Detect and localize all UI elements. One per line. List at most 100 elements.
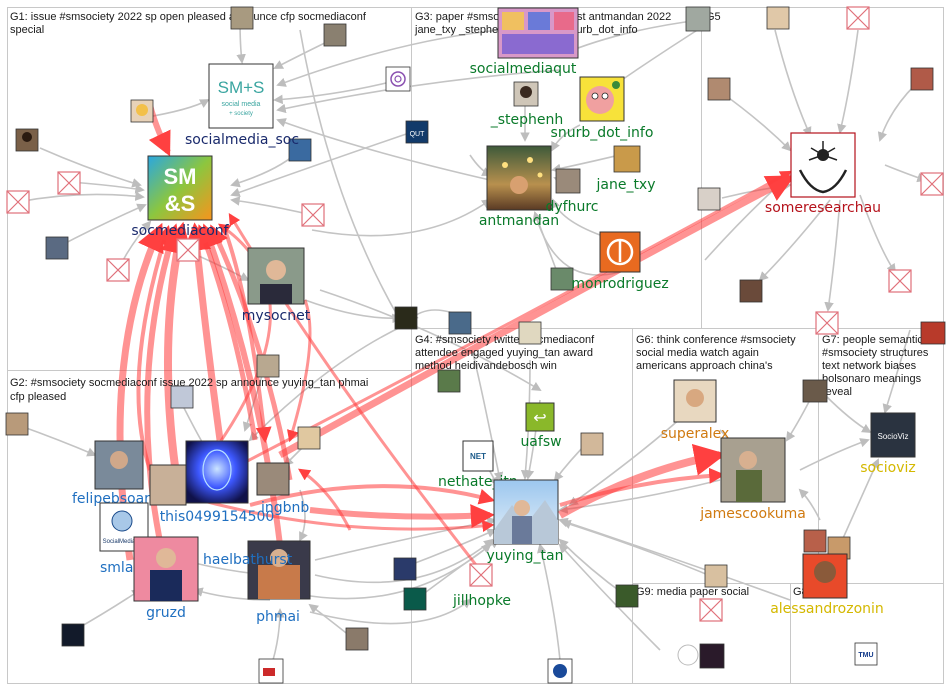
node-thumbnail[interactable] (677, 644, 699, 666)
node-thumbnail[interactable] (393, 557, 417, 581)
node-thumbnail[interactable] (230, 6, 254, 30)
node-thumbnail[interactable] (45, 236, 69, 260)
spiral-icon (390, 71, 406, 87)
node-thumbnail[interactable] (437, 369, 461, 393)
missing-image-icon[interactable] (815, 311, 839, 335)
node-thumbnail[interactable] (256, 354, 280, 378)
node-gruzd[interactable]: gruzd (133, 536, 199, 621)
qut-logo-text: QUT (410, 131, 426, 138)
node-antmandan[interactable]: antmandan (479, 145, 559, 229)
qut-logo[interactable] (405, 120, 429, 144)
node-michaelbathurst[interactable]: haelbathurst (203, 540, 311, 600)
missing-image-icon[interactable] (301, 203, 325, 227)
edge (39, 147, 142, 188)
missing-image-icon[interactable] (176, 238, 200, 262)
node-thumbnail[interactable] (580, 432, 604, 456)
node-label: ingbnb (261, 500, 309, 516)
node-label: this0499154500 (160, 509, 275, 525)
node-socmediaconf[interactable]: SM &S socmediaconf (131, 155, 230, 239)
node-thumbnail[interactable] (297, 426, 321, 450)
node-felipebsoares[interactable]: felipebsoar (72, 440, 150, 507)
node-jamescookuma[interactable]: jamescookuma (699, 437, 806, 522)
edge (824, 199, 841, 312)
node-monrodriguez[interactable]: monrodriguez (571, 231, 669, 292)
node-thumbnail[interactable] (518, 321, 542, 345)
node-thumbnail[interactable] (288, 138, 312, 162)
g4-label-line2: attendee engaged yuying_tan award (415, 347, 593, 359)
missing-image-icon[interactable] (57, 171, 81, 195)
node-eddyfhurc[interactable]: dyfhurc (546, 199, 599, 215)
edge (198, 223, 272, 471)
node-phmai[interactable]: phmai (256, 609, 300, 625)
missing-image-icon[interactable] (469, 563, 493, 587)
node-thumbnail[interactable] (685, 6, 711, 32)
missing-image-icon[interactable] (846, 6, 870, 30)
node-socialmedia_soc[interactable]: SM+S social media + society socialmedia_… (185, 63, 299, 148)
node-thumbnail[interactable] (920, 321, 946, 345)
node-thumbnail[interactable] (394, 306, 418, 330)
tmu-logo[interactable] (854, 642, 878, 666)
g1-label-line1: G1: issue #smsociety 2022 sp open please… (10, 11, 367, 23)
node-thumbnail[interactable] (910, 67, 934, 91)
node-thumbnail[interactable] (403, 587, 427, 611)
edge (287, 299, 312, 443)
node-label: smla (100, 560, 133, 576)
edge (249, 484, 496, 507)
node-thumbnail[interactable] (704, 564, 728, 588)
node-thumbnail[interactable] (615, 584, 639, 608)
missing-image-icon[interactable] (699, 598, 723, 622)
node-superalex[interactable]: superalex (661, 379, 730, 442)
node-label: socialmediaqut (470, 61, 577, 77)
node-uafsw[interactable]: ↩ uafsw (520, 402, 562, 450)
g7-label: G7: people semantic #smsociety structure… (822, 334, 929, 398)
node-thumbnail[interactable] (385, 66, 411, 92)
node-thumbnail-detail (520, 86, 532, 98)
edge (558, 543, 661, 651)
missing-image-icon[interactable] (106, 258, 130, 282)
node-this0499154500[interactable]: this0499154500 (160, 440, 275, 525)
socialmedialab-text: SocialMediaLab (103, 539, 146, 545)
node-thumbnail[interactable] (739, 279, 763, 303)
node-thumbnail[interactable] (803, 529, 827, 553)
node-kingbnb[interactable]: ingbnb (256, 462, 309, 516)
node-thumbnail[interactable] (550, 267, 574, 291)
edge (273, 79, 399, 105)
edge (551, 198, 601, 236)
missing-image-icon[interactable] (888, 269, 912, 293)
node-label: someresearchau (765, 200, 881, 216)
node-someresearchau[interactable]: someresearchau (765, 132, 881, 216)
node-snurb_dot_info[interactable]: snurb_dot_info (551, 76, 654, 141)
node-jillhopke[interactable]: jillhopke (452, 593, 511, 609)
node-thumbnail[interactable] (170, 385, 194, 409)
node-thumbnail[interactable] (345, 627, 369, 651)
node-mysocnet[interactable]: mysocnet (242, 247, 311, 324)
edge (409, 528, 497, 566)
missing-image-icon[interactable] (6, 190, 30, 214)
g4-label-line3: method heidivandebosch win (415, 360, 557, 372)
node-thumbnail[interactable] (448, 311, 472, 335)
missing-image-icon[interactable] (920, 172, 944, 196)
node-thumbnail[interactable] (802, 379, 828, 403)
node-_stephenh[interactable]: _stephenh (490, 112, 564, 128)
node-thumbnail[interactable] (697, 187, 721, 211)
node-socialmediaqut[interactable]: socialmediaqut (470, 7, 579, 77)
node-socioviz[interactable]: SocioViz socioviz (860, 412, 916, 476)
node-thumbnail[interactable] (5, 412, 29, 436)
g7-label-line4: bolsonaro meanings (822, 373, 922, 385)
socioviz-logo-text: SocioViz (878, 432, 909, 441)
node-thumbnail-detail (22, 132, 32, 142)
node-thumbnail[interactable] (766, 6, 790, 30)
node-jane_txy[interactable]: jane_txy (595, 177, 655, 193)
node-thumbnail[interactable] (707, 77, 731, 101)
node-thumbnail[interactable] (555, 168, 581, 194)
node-thumbnail[interactable] (323, 23, 347, 47)
node-yuying_tan[interactable]: yuying_tan (486, 479, 564, 564)
logo-mark-icon (553, 664, 567, 678)
node-thumbnail[interactable] (699, 643, 725, 669)
edge (309, 504, 495, 529)
person-photo-icon[interactable] (149, 464, 187, 506)
node-thumbnail[interactable] (61, 623, 85, 647)
node-thumbnail[interactable] (613, 145, 641, 173)
node-alessandrozonin[interactable]: alessandrozonin (770, 553, 884, 617)
